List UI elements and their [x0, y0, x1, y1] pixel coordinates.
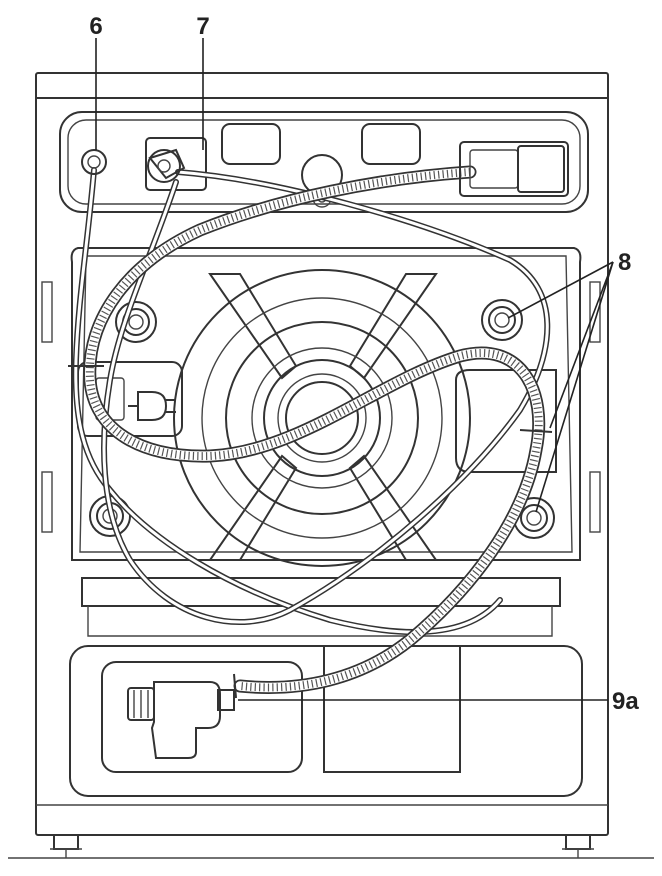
feet [50, 834, 594, 850]
leader-8a [507, 261, 614, 319]
drain-pump [127, 681, 235, 759]
callout-labels: 6 7 8 9a [89, 13, 639, 715]
floor-line [8, 849, 654, 859]
hose-clip-right [519, 429, 553, 433]
leader-lines [95, 38, 614, 701]
power-cable [72, 149, 503, 635]
inlet-valve [147, 148, 186, 183]
hose-clip-bottom [233, 673, 237, 699]
callout-6: 6 [89, 13, 102, 40]
transit-bolt-top-right [481, 299, 523, 341]
inlet-hose [101, 148, 551, 625]
power-plug-icon [128, 391, 176, 421]
hose-holder [459, 141, 569, 197]
leader-8b [549, 261, 614, 429]
top-panel [59, 111, 589, 213]
side-slots [41, 281, 601, 533]
lower-frame [81, 577, 561, 637]
drain-hose [68, 165, 553, 699]
callout-8: 8 [618, 249, 631, 276]
cabinet [35, 72, 609, 836]
callout-7: 7 [196, 13, 209, 40]
leader-8c [535, 261, 614, 513]
rear-panel [70, 247, 582, 567]
drum-hub [173, 269, 471, 567]
callout-9a: 9a [612, 688, 639, 715]
